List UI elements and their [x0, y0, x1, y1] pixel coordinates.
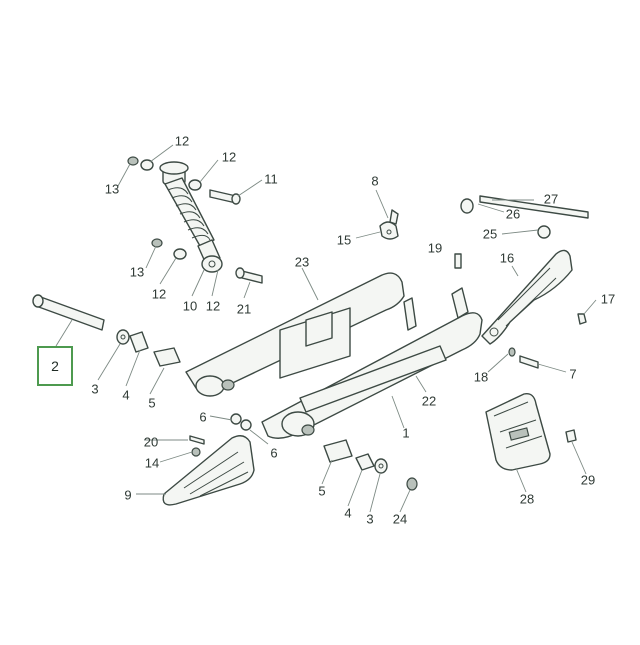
callout-20-slider-bolt: 20 [143, 434, 159, 450]
highlighted-part-box[interactable]: 2 [37, 346, 73, 386]
shock-hardware [127, 156, 263, 284]
callout-4-axle-bush-right: 4 [344, 505, 352, 521]
cable-clip [379, 209, 462, 269]
callout-13-shock-nut-bottom: 13 [129, 264, 145, 280]
shock-absorber [159, 161, 223, 273]
axle-hardware-left [116, 329, 181, 367]
callout-5-axle-spacer-left: 5 [148, 395, 156, 411]
callout-8-cable-clip: 8 [371, 173, 379, 189]
callout-22-swingarm-rib: 22 [421, 393, 437, 409]
callout-27-bracket: 27 [543, 191, 559, 207]
callout-3-axle-washer-left: 3 [91, 381, 99, 397]
callout-12-shock-bottom-a: 12 [151, 286, 167, 302]
callout-19-screw: 19 [427, 240, 443, 256]
callout-12-shock-bottom-b: 12 [205, 298, 221, 314]
callout-18-guard-washer: 18 [473, 369, 489, 385]
callout-26-bracket: 26 [505, 206, 521, 222]
callout-15-cable-bolt: 15 [336, 232, 352, 248]
callout-5-axle-spacer-right: 5 [318, 483, 326, 499]
chain-tensioner [485, 393, 577, 471]
callout-23-swingarm-top: 23 [294, 254, 310, 270]
callout-17-guard-bolt: 17 [600, 291, 616, 307]
callout-16-chain-guard: 16 [499, 250, 515, 266]
callout-6-washer-a: 6 [199, 409, 207, 425]
upper-bracket [460, 195, 589, 239]
swingarm [185, 272, 483, 439]
callout-4-axle-bush-left: 4 [122, 387, 130, 403]
callout-21-shock-bolt-lower: 21 [236, 301, 252, 317]
axle-hardware-right [323, 439, 418, 491]
callout-29-tensioner-screw: 29 [580, 472, 596, 488]
callout-1-swingarm: 1 [402, 425, 410, 441]
callout-7-guard-bolt: 7 [569, 366, 577, 382]
pivot-axle [32, 294, 105, 331]
chain-guard [481, 249, 587, 369]
callout-9-chain-slider: 9 [124, 487, 132, 503]
washers-6 [230, 413, 252, 431]
callout-6-washer-b: 6 [270, 445, 278, 461]
callout-14-slider-nut: 14 [144, 455, 160, 471]
callout-2-axle: 2 [51, 358, 59, 374]
callout-25-bracket: 25 [482, 226, 498, 242]
callout-11-shock-bolt: 11 [264, 171, 278, 187]
callout-13-shock-nut-top: 13 [104, 181, 120, 197]
leader-lines [55, 144, 597, 513]
callout-12-shock-top-b: 12 [221, 149, 237, 165]
callout-24-nut: 24 [392, 511, 408, 527]
callout-12-shock-top-a: 12 [174, 133, 190, 149]
callout-10-shock-bottom: 10 [182, 298, 198, 314]
chain-slider [162, 435, 255, 506]
callout-3-axle-washer-right: 3 [366, 511, 374, 527]
callout-28-chain-tensioner: 28 [519, 491, 535, 507]
